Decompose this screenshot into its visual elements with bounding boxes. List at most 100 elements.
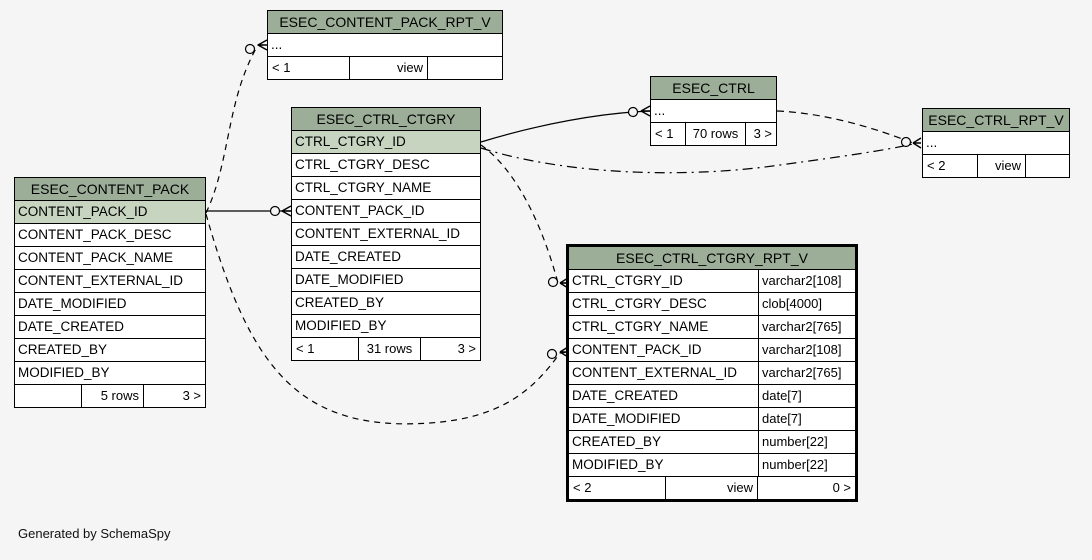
related-right-count [1026,155,1069,177]
column-type: clob[4000] [758,293,855,315]
rows-or-view-label: 31 rows [358,338,421,360]
column-type: varchar2[765] [758,362,855,384]
rows-or-view-label: view [349,57,428,79]
table-footer: 5 rows 3 > [15,385,205,407]
relationship-line-content-pack-to-content-pack-rpt-v [205,44,267,214]
column-name: CTRL_CTGRY_ID [295,134,406,149]
column-name: DATE_CREATED [572,388,679,403]
table-footer: < 2 view [923,155,1069,177]
table-title[interactable]: ESEC_CTRL_CTGRY_RPT_V [569,247,855,270]
related-left-count [15,385,81,407]
related-left-count: < 1 [272,60,291,75]
table-title[interactable]: ESEC_CTRL_RPT_V [923,109,1069,132]
related-left-count: < 2 [573,480,592,495]
rows-or-view-label: view [977,155,1026,177]
column-name: CTRL_CTGRY_NAME [572,319,709,334]
column-name: CONTENT_EXTERNAL_ID [572,365,738,380]
crowsfoot-icon [281,205,292,217]
column-type: date[7] [758,408,855,430]
column-name: CONTENT_EXTERNAL_ID [295,226,461,241]
table-esec-content-pack-rpt-v[interactable]: ESEC_CONTENT_PACK_RPT_V ... < 1 view [267,10,503,80]
ellipsis-label: ... [926,135,938,150]
column-row-created_by: CREATED_BY [15,339,205,362]
column-name: CTRL_CTGRY_DESC [295,157,430,172]
table-title[interactable]: ESEC_CONTENT_PACK [15,178,205,201]
column-row-ctrl_ctgry_desc: CTRL_CTGRY_DESC [292,154,480,177]
column-name: MODIFIED_BY [572,457,664,472]
column-row-content_pack_id: CONTENT_PACK_ID [15,201,205,224]
related-right-count [428,57,502,79]
table-title[interactable]: ESEC_CTRL [651,77,776,100]
related-left-count: < 2 [927,158,946,173]
column-type: number[22] [758,431,855,453]
table-columns: ... [923,132,1069,155]
column-type: varchar2[765] [758,316,855,338]
related-left-count: < 1 [296,341,315,356]
column-row-content_pack_id: CONTENT_PACK_ID [292,200,480,223]
column-name: DATE_MODIFIED [572,411,681,426]
column-row-content_external_id: CONTENT_EXTERNAL_ID [15,270,205,293]
column-name: CONTENT_PACK_DESC [18,227,172,242]
column-row-content_external_id: CONTENT_EXTERNAL_ID varchar2[765] [569,362,855,385]
column-row-ctrl_ctgry_name: CTRL_CTGRY_NAME [292,177,480,200]
table-footer: < 1 70 rows 3 > [651,123,776,145]
hidden-columns-row: ... [268,34,502,57]
column-row-date_modified: DATE_MODIFIED [292,269,480,292]
zero-circle-icon [244,43,256,55]
zero-circle-icon [627,106,639,118]
column-row-content_pack_desc: CONTENT_PACK_DESC [15,224,205,247]
table-columns: CONTENT_PACK_ID CONTENT_PACK_DESC CONTENT_… [15,201,205,385]
crowsfoot-icon [257,39,268,51]
column-row-date_modified: DATE_MODIFIED [15,293,205,316]
zero-circle-icon [900,136,912,148]
table-title[interactable]: ESEC_CTRL_CTGRY [292,108,480,131]
related-right-count: 0 > [832,480,851,495]
column-row-modified_by: MODIFIED_BY [292,315,480,338]
column-name: CREATED_BY [295,295,385,310]
column-row-ctrl_ctgry_desc: CTRL_CTGRY_DESC clob[4000] [569,293,855,316]
table-esec-ctrl[interactable]: ESEC_CTRL ... < 1 70 rows 3 > [650,76,777,146]
column-row-content_external_id: CONTENT_EXTERNAL_ID [292,223,480,246]
relationship-line-ctrl-ctgry-to-ctrl [480,110,651,143]
column-name: MODIFIED_BY [295,318,387,333]
table-footer: < 1 31 rows 3 > [292,338,480,360]
column-name: CTRL_CTGRY_NAME [295,180,432,195]
table-columns: ... [651,100,776,123]
hidden-columns-row: ... [923,132,1069,155]
column-name: DATE_CREATED [295,249,402,264]
column-name: CONTENT_PACK_ID [18,204,148,219]
column-row-date_modified: DATE_MODIFIED date[7] [569,408,855,431]
column-type: varchar2[108] [758,270,855,292]
relationship-line-ctrl-to-ctrl-rpt-v [776,110,914,144]
table-columns: ... [268,34,502,57]
column-name: DATE_CREATED [18,319,125,334]
table-footer: < 2 view 0 > [569,477,855,499]
table-footer: < 1 view [268,57,502,79]
generator-credit: Generated by SchemaSpy [18,526,171,541]
related-right-count: 3 > [753,126,772,141]
table-columns: CTRL_CTGRY_ID CTRL_CTGRY_DESC CTRL_CTGRY_N… [292,131,480,338]
column-row-ctrl_ctgry_name: CTRL_CTGRY_NAME varchar2[765] [569,316,855,339]
column-row-content_pack_name: CONTENT_PACK_NAME [15,247,205,270]
column-row-date_created: DATE_CREATED [15,316,205,339]
crowsfoot-icon [912,137,922,149]
column-row-created_by: CREATED_BY [292,292,480,315]
table-esec-ctrl-rpt-v[interactable]: ESEC_CTRL_RPT_V ... < 2 view [922,108,1070,178]
column-name: DATE_MODIFIED [295,272,404,287]
column-name: DATE_MODIFIED [18,296,127,311]
column-row-ctrl_ctgry_id: CTRL_CTGRY_ID [292,131,480,154]
table-title[interactable]: ESEC_CONTENT_PACK_RPT_V [268,11,502,34]
zero-circle-icon [547,276,559,288]
column-name: CTRL_CTGRY_DESC [572,296,707,311]
column-type: varchar2[108] [758,339,855,361]
